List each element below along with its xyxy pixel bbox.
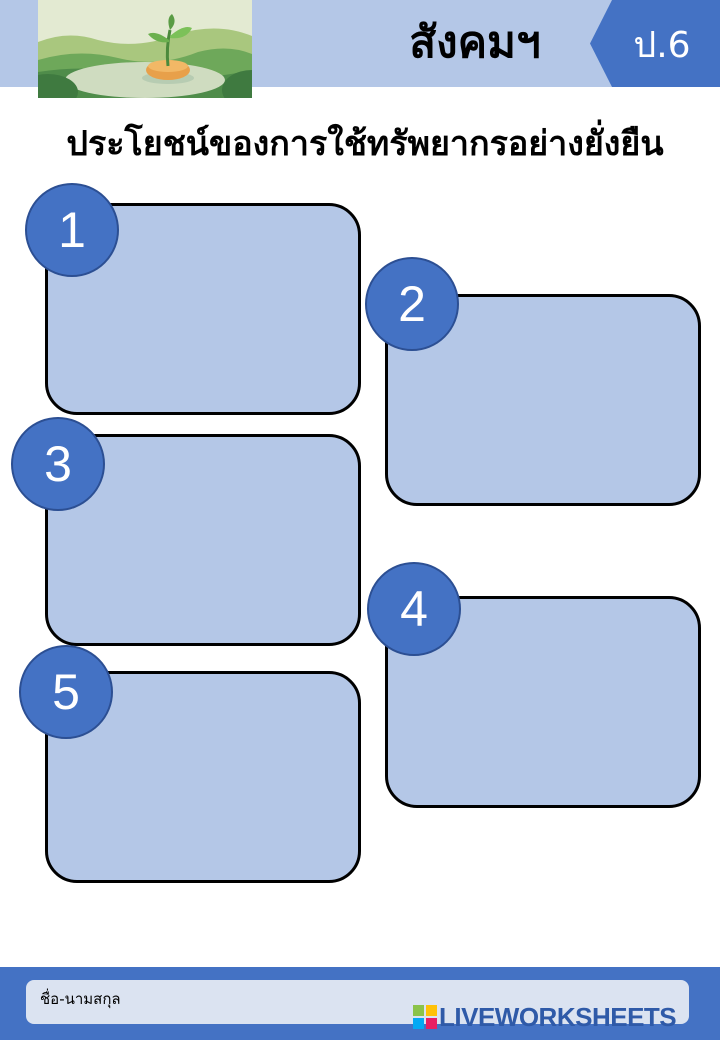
worksheet-title: ประโยชน์ของการใช้ทรัพยากรอย่างยั่งยืน [66,124,664,164]
grade-tab-shape [590,0,720,87]
number-badge-label: 3 [44,436,72,492]
liveworksheets-logo-icon [413,1005,437,1029]
number-badge-label: 5 [52,664,80,720]
number-badge-3: 3 [11,417,105,511]
number-badge-label: 1 [58,202,86,258]
number-badge-5: 5 [19,645,113,739]
name-label: ชื่อ-นามสกุล [40,990,121,1008]
liveworksheets-brand-text: LIVEWORKSHEETS [439,1002,677,1032]
answer-box-2[interactable] [385,294,701,506]
number-badge-1: 1 [25,183,119,277]
subject-title: สังคมฯ [409,17,541,68]
name-field[interactable] [26,980,689,1024]
liveworksheets-logo[interactable]: LIVEWORKSHEETS [413,1003,713,1031]
number-badge-label: 4 [400,581,428,637]
answer-box-5[interactable] [45,671,361,883]
sprout-landscape-illustration [38,0,252,98]
number-badge-label: 2 [398,276,426,332]
number-badge-4: 4 [367,562,461,656]
number-badge-2: 2 [365,257,459,351]
grade-label: ป.6 [633,25,691,66]
